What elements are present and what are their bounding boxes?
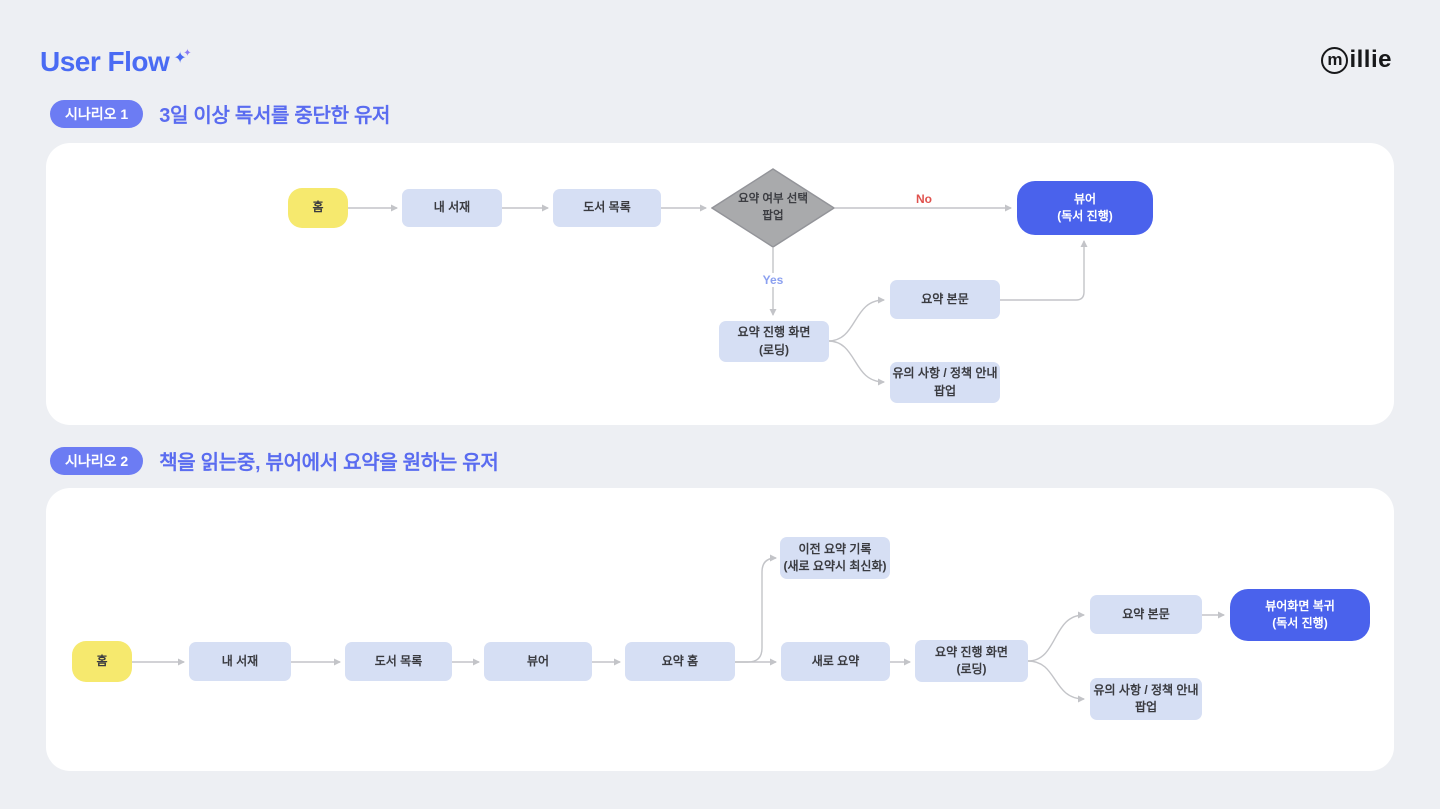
node-home: 홈 bbox=[72, 641, 132, 682]
node-label: 유의 사항 / 정책 안내 팝업 bbox=[1093, 682, 1199, 714]
node-notice-popup: 유의 사항 / 정책 안내 팝업 bbox=[1090, 678, 1202, 720]
node-summary-body: 요약 본문 bbox=[1090, 595, 1202, 634]
page-title: User Flow ✦✦ bbox=[40, 46, 194, 78]
node-summary-choice-popup: 요약 여부 선택 팝업 bbox=[711, 168, 835, 248]
millie-logo-text: illie bbox=[1349, 46, 1392, 73]
scenario2-badge: 시나리오 2 bbox=[50, 446, 144, 475]
node-my-library: 내 서재 bbox=[189, 642, 291, 681]
edge-label-no: No bbox=[916, 192, 932, 206]
node-label: 내 서재 bbox=[221, 653, 259, 668]
node-book-list: 도서 목록 bbox=[553, 189, 661, 227]
edge-loading-to-notice-popup bbox=[827, 340, 885, 386]
node-label: 유의 사항 / 정책 안내 팝업 bbox=[892, 366, 998, 398]
edge-loading-to-summary-body bbox=[827, 296, 885, 342]
node-label: 도서 목록 bbox=[583, 200, 631, 215]
scenario1-badge: 시나리오 1 bbox=[50, 99, 144, 128]
node-new-summary: 새로 요약 bbox=[781, 642, 890, 681]
node-label: 요약 본문 bbox=[1122, 606, 1170, 621]
millie-logo: m illie bbox=[1321, 46, 1392, 74]
scenario2-title: 책을 읽는중, 뷰어에서 요약을 원하는 유저 bbox=[159, 452, 499, 474]
edge-summary-home-to-previous-summary bbox=[735, 554, 777, 663]
node-label: 뷰어 bbox=[526, 653, 550, 668]
node-label: 요약 본문 bbox=[921, 291, 969, 306]
node-label: 요약 진행 화면 (로딩) bbox=[935, 644, 1008, 676]
scenario1-title: 3일 이상 독서를 중단한 유저 bbox=[159, 105, 391, 127]
edge-loading-to-notice-popup bbox=[1027, 660, 1085, 703]
node-home: 홈 bbox=[288, 188, 348, 228]
node-label: 뷰어화면 복귀 (독서 진행) bbox=[1265, 598, 1335, 630]
node-label: 뷰어 (독서 진행) bbox=[1057, 191, 1113, 223]
node-label: 홈 bbox=[96, 653, 108, 668]
node-book-list: 도서 목록 bbox=[345, 642, 452, 681]
node-notice-popup: 유의 사항 / 정책 안내 팝업 bbox=[890, 362, 1000, 403]
node-label: 요약 여부 선택 팝업 bbox=[738, 193, 808, 222]
page-title-text: User Flow bbox=[40, 46, 170, 77]
node-viewer-return: 뷰어화면 복귀 (독서 진행) bbox=[1230, 589, 1370, 641]
edge-label-yes: Yes bbox=[753, 273, 793, 287]
scenario2-card: 홈 내 서재 도서 목록 뷰어 요약 홈 이전 요약 기록 (새로 요약시 최신… bbox=[46, 488, 1394, 771]
edge-loading-to-summary-body bbox=[1027, 611, 1085, 662]
node-viewer: 뷰어 bbox=[484, 642, 592, 681]
edge-summary-body-to-viewer bbox=[999, 240, 1088, 301]
diamond-shape bbox=[711, 168, 835, 248]
node-label: 홈 bbox=[312, 200, 324, 215]
node-label: 이전 요약 기록 (새로 요약시 최신화) bbox=[783, 541, 887, 573]
node-viewer: 뷰어 (독서 진행) bbox=[1017, 181, 1153, 235]
node-label: 요약 홈 bbox=[661, 653, 699, 668]
node-summary-body: 요약 본문 bbox=[890, 280, 1000, 319]
sparkles-icon: ✦✦ bbox=[173, 48, 192, 67]
node-summary-loading: 요약 진행 화면 (로딩) bbox=[719, 321, 829, 362]
node-label: 요약 진행 화면 (로딩) bbox=[737, 325, 811, 357]
scenario2-heading: 시나리오 2 책을 읽는중, 뷰어에서 요약을 원하는 유저 bbox=[50, 446, 499, 475]
scenario1-heading: 시나리오 1 3일 이상 독서를 중단한 유저 bbox=[50, 99, 390, 128]
node-label: 도서 목록 bbox=[374, 653, 423, 668]
node-label: 내 서재 bbox=[433, 200, 471, 215]
node-summary-loading: 요약 진행 화면 (로딩) bbox=[915, 640, 1028, 682]
node-my-library: 내 서재 bbox=[402, 189, 502, 227]
millie-m-icon: m bbox=[1321, 46, 1349, 74]
node-summary-home: 요약 홈 bbox=[625, 642, 735, 681]
node-label: 새로 요약 bbox=[811, 653, 860, 668]
node-previous-summary: 이전 요약 기록 (새로 요약시 최신화) bbox=[780, 537, 890, 579]
scenario1-card: 홈 내 서재 도서 목록 요약 여부 선택 팝업 뷰어 (독서 진행) 요약 진… bbox=[46, 143, 1394, 425]
